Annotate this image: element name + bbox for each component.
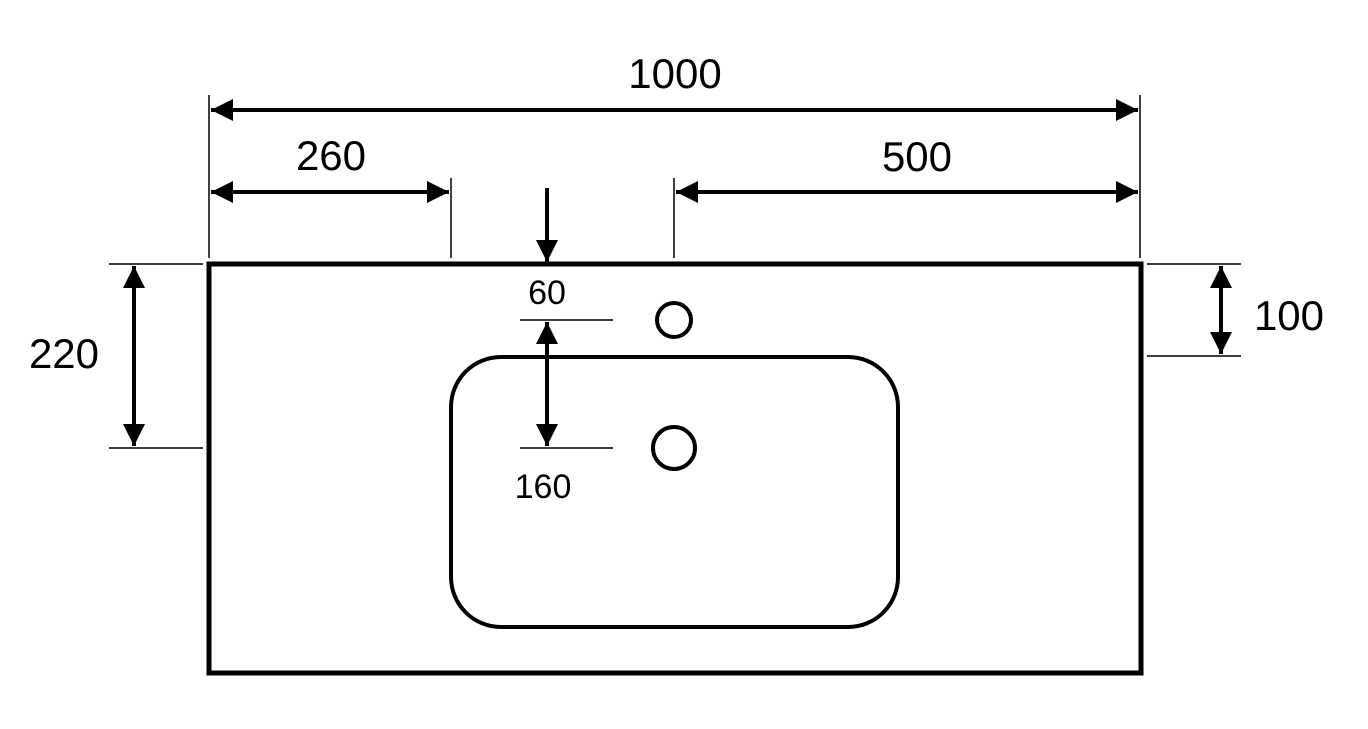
dimension-label-500: 500	[882, 133, 952, 180]
dimension-label-100: 100	[1254, 292, 1324, 339]
dimension-label-260: 260	[296, 132, 366, 179]
countertop-outline	[206, 261, 1144, 676]
overflow-hole	[655, 301, 693, 339]
dimension-label-220: 220	[29, 330, 99, 377]
basin-outline	[449, 355, 900, 629]
dimension-label-160: 160	[515, 468, 572, 506]
drain-hole	[651, 425, 697, 471]
dimension-label-60: 60	[528, 274, 566, 312]
dimension-label-1000: 1000	[628, 50, 721, 97]
